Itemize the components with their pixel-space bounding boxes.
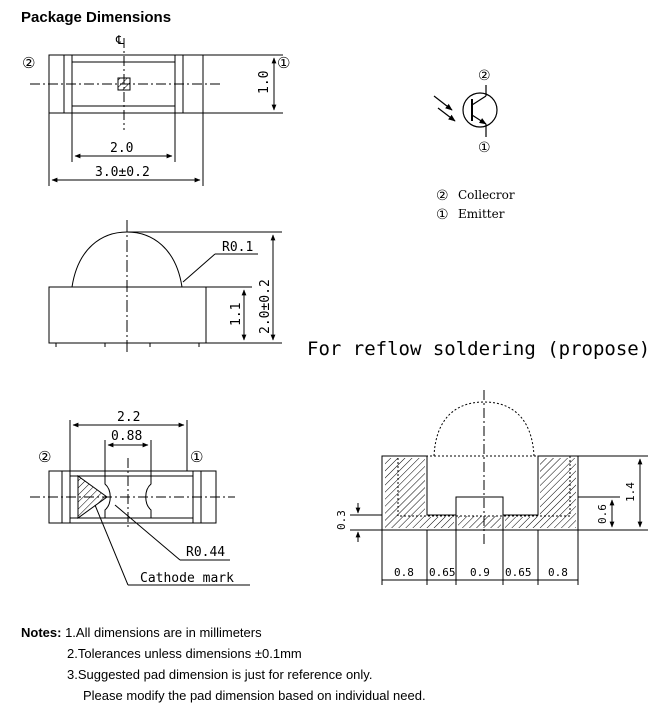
- top-dim-total: 3.0±0.2: [95, 165, 150, 180]
- note-4: Please modify the pad dimension based on…: [83, 688, 426, 703]
- note-2: 2.Tolerances unless dimensions ±0.1mm: [67, 646, 302, 661]
- notes-label: Notes:: [21, 625, 62, 640]
- bottom-pin-left: ②: [38, 448, 51, 466]
- legend-num-collector: ②: [436, 188, 449, 204]
- note-3: 3.Suggested pad dimension is just for re…: [67, 667, 373, 682]
- top-view: [30, 38, 283, 186]
- phototransistor-symbol: [433, 85, 498, 137]
- legend-label-emitter: Emitter: [458, 207, 505, 221]
- bottom-pin-right: ①: [190, 448, 203, 466]
- top-centerline-symbol: ℄: [115, 33, 124, 47]
- symbol-pin-top: ②: [478, 68, 491, 84]
- top-pin-left: ②: [22, 54, 35, 72]
- symbol-pin-bottom: ①: [478, 140, 491, 156]
- side-view: [48, 220, 282, 355]
- side-dim-total: 2.0±0.2: [258, 279, 273, 334]
- top-pin-right: ①: [277, 54, 290, 72]
- bottom-dim-radius: R0.44: [186, 545, 225, 560]
- top-dim-height: 1.0: [257, 71, 272, 94]
- notes-block: Notes: 1.All dimensions are in millimete…: [21, 622, 426, 706]
- die-mark: [117, 77, 131, 91]
- legend-label-collector: Collecror: [458, 188, 515, 202]
- bottom-dim-inner: 0.88: [111, 429, 142, 444]
- bottom-dim-outer: 2.2: [117, 410, 140, 425]
- page-title: Package Dimensions: [21, 9, 172, 26]
- top-dim-inner: 2.0: [110, 141, 133, 156]
- reflow-dim-right-outer: 1.4: [624, 482, 637, 502]
- side-dim-body: 1.1: [229, 303, 244, 326]
- legend-num-emitter: ①: [436, 207, 449, 223]
- side-dim-radius: R0.1: [222, 240, 253, 255]
- cathode-mark-label: Cathode mark: [140, 571, 234, 586]
- reflow-dim-right-inner: 0.6: [596, 504, 609, 524]
- bottom-view: [30, 420, 250, 586]
- reflow-dim-5: 0.8: [548, 566, 568, 579]
- reflow-pad-drawing: [350, 390, 648, 585]
- reflow-dim-left: 0.3: [335, 510, 348, 530]
- note-1: 1.All dimensions are in millimeters: [65, 625, 262, 640]
- reflow-dim-4: 0.65: [505, 566, 532, 579]
- reflow-dim-3: 0.9: [470, 566, 490, 579]
- reflow-heading: For reflow soldering (propose): [307, 338, 650, 360]
- reflow-dim-2: 0.65: [429, 566, 456, 579]
- reflow-dim-1: 0.8: [394, 566, 414, 579]
